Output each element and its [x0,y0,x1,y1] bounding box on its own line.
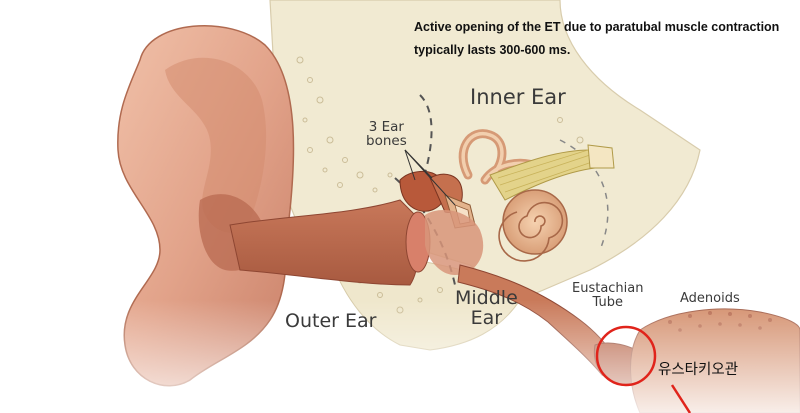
middle-ear-label-line2: Ear [470,306,503,329]
ear-bones-leader-3 [404,149,456,206]
bottom-fade [0,300,800,413]
ear-bones-label: 3 Ear bones [366,119,407,150]
right-boundary [559,139,609,251]
cochlea-spiral [498,201,564,262]
annotation-circle [595,325,657,387]
outer-ear-label: Outer Ear [285,310,377,332]
caption-line-2: typically lasts 300-600 ms. [414,43,571,57]
korean-annotation-label: 유스타키오관 [658,362,739,378]
inner-ear-label: Inner Ear [470,85,566,109]
middle-ear-label-line1: Middle [455,287,518,309]
eustachian-label-line1: Eustachian [572,281,644,296]
ear-bones-leader-1 [404,149,416,181]
ear-bones-label-line2: bones [366,133,407,150]
middle-ear-cavity [425,210,484,275]
middle-ear-label: Middle Ear [455,287,518,329]
nerve-stump [587,144,615,169]
caption-line-1: Active opening of the ET due to paratuba… [414,20,780,34]
adenoids-label: Adenoids [680,291,740,306]
nerve-fibers [497,149,593,193]
eustachian-tube-label: Eustachian Tube [572,282,644,309]
ear-bones-label-line1: 3 Ear [368,119,404,135]
annotation-line [670,384,692,413]
eustachian-label-line2: Tube [592,294,623,310]
auricle-fold [165,57,267,233]
